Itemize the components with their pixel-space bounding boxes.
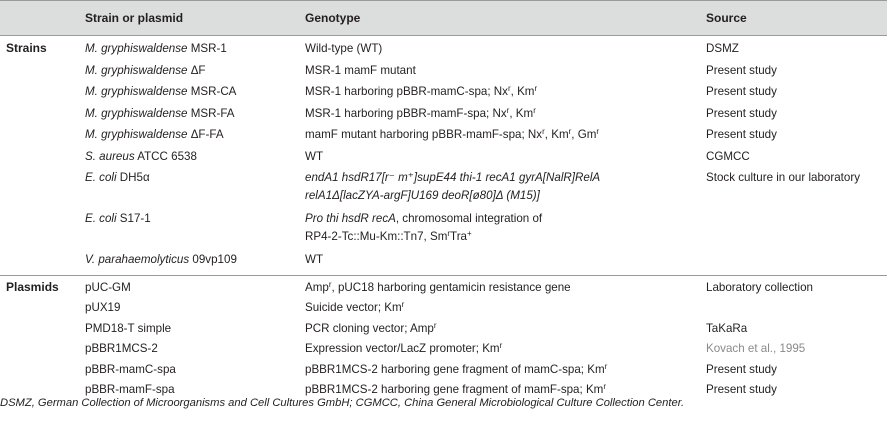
header-genotype: Genotype [305, 11, 361, 25]
strain-source: CGMCC [706, 150, 750, 163]
strain-name: E. coli S17-1 [85, 212, 151, 225]
plasmid-source: TaKaRa [706, 322, 748, 335]
strain-source: Stock culture in our laboratory [706, 171, 861, 184]
strain-name: V. parahaemolyticus 09vp109 [85, 253, 237, 266]
table-header: Strain or plasmid Genotype Source [0, 0, 887, 36]
plasmid-source: Present study [706, 363, 777, 376]
group-label-plasmids: Plasmids [6, 280, 59, 294]
plasmid-name: PMD18-T simple [85, 322, 172, 335]
plasmid-genotype: Ampr, pUC18 harboring gentamicin resista… [305, 280, 571, 295]
plasmid-source: Present study [706, 383, 777, 396]
strain-genotype: Pro thi hsdR recA, chromosomal integrati… [305, 212, 543, 243]
header-source: Source [706, 11, 747, 25]
group-label-strains: Strains [6, 41, 47, 55]
strain-source: DSMZ [706, 42, 739, 55]
plasmid-genotype: Expression vector/LacZ promoter; Kmr [305, 341, 503, 356]
strain-genotype: mamF mutant harboring pBBR-mamF-spa; Nxr… [305, 127, 600, 142]
strain-genotype: MSR-1 harboring pBBR-mamC-spa; Nxr, Kmr [305, 84, 538, 99]
group-divider [0, 275, 887, 276]
strain-source: Present study [706, 128, 777, 141]
table-footnote: DSMZ, German Collection of Microorganism… [0, 397, 685, 409]
strain-name: E. coli DH5α [85, 171, 150, 184]
plasmid-genotype: pBBR1MCS-2 harboring gene fragment of ma… [305, 382, 607, 397]
plasmid-source: Laboratory collection [706, 281, 813, 294]
strain-genotype: WT [305, 150, 324, 163]
strain-name: S. aureus ATCC 6538 [85, 150, 197, 163]
header-strain: Strain or plasmid [85, 11, 184, 25]
plasmid-genotype: PCR cloning vector; Ampr [305, 321, 437, 336]
plasmid-genotype: Suicide vector; Kmr [305, 300, 405, 315]
strain-genotype: WT [305, 253, 324, 266]
plasmid-genotype: pBBR1MCS-2 harboring gene fragment of ma… [305, 362, 608, 377]
strain-genotype: endA1 hsdR17[r⁻ m⁺]supE44 thi-1 recA1 gy… [305, 171, 601, 202]
strain-genotype: MSR-1 mamF mutant [305, 64, 416, 77]
strain-name: M. gryphiswaldense ΔF [85, 64, 206, 77]
plasmid-name: pUX19 [85, 301, 121, 314]
strain-genotype: MSR-1 harboring pBBR-mamF-spa; Nxr, Kmr [305, 106, 536, 121]
plasmid-name: pBBR-mamC-spa [85, 363, 176, 376]
strain-genotype: Wild-type (WT) [305, 42, 383, 55]
strain-source: Present study [706, 85, 777, 98]
plasmid-name: pUC-GM [85, 281, 131, 294]
strain-name: M. gryphiswaldense MSR-FA [85, 107, 235, 120]
strain-source: Present study [706, 107, 777, 120]
plasmid-name: pBBR-mamF-spa [85, 383, 175, 396]
strain-name: M. gryphiswaldense ΔF-FA [85, 128, 224, 141]
plasmid-name: pBBR1MCS-2 [85, 342, 158, 355]
strain-source: Present study [706, 64, 777, 77]
strain-name: M. gryphiswaldense MSR-CA [85, 85, 237, 98]
plasmid-source-citation-link[interactable]: Kovach et al., 1995 [706, 342, 806, 355]
strain-name: M. gryphiswaldense MSR-1 [85, 42, 227, 55]
